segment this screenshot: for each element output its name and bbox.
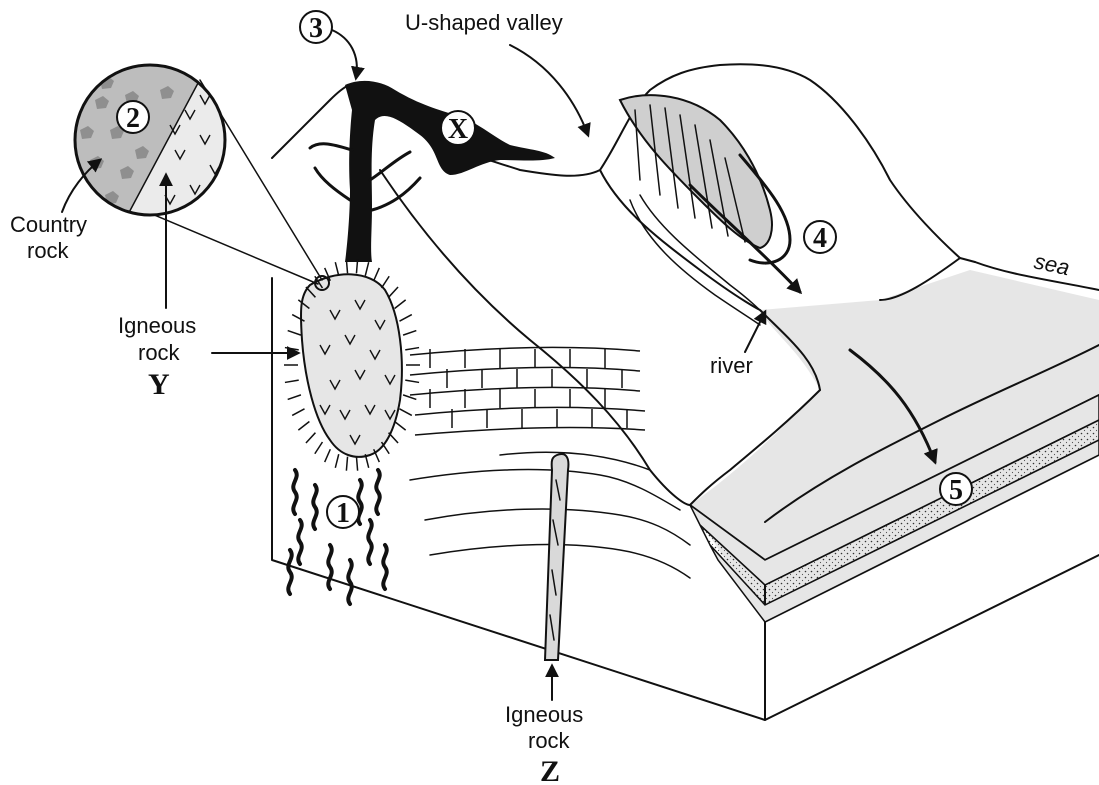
marker-4-text: 4 — [813, 223, 827, 254]
label-sea: sea — [1032, 248, 1072, 280]
label-igneous-z-line1: Igneous — [505, 702, 583, 727]
heat-flames — [288, 470, 386, 604]
label-river: river — [710, 353, 753, 378]
igneous-intrusion-x — [310, 81, 555, 262]
label-igneous-y-line1: Igneous — [118, 313, 196, 338]
label-igneous-z-line3: Z — [540, 755, 560, 785]
stratified-bricks — [410, 348, 645, 435]
marker-5-text: 5 — [949, 475, 963, 506]
marker-x-text: X — [448, 114, 468, 145]
marker-3-text: 3 — [309, 13, 323, 44]
label-country-rock-line1: Country — [10, 212, 87, 237]
marker-2: 2 — [117, 101, 149, 134]
magnifier-inset — [70, 60, 329, 290]
label-igneous-z-line2: rock — [528, 728, 571, 753]
marker-3: 3 — [300, 11, 357, 78]
marker-2-text: 2 — [126, 103, 140, 134]
marker-x: X — [441, 111, 475, 145]
glacier-cirque — [620, 95, 790, 263]
marker-4: 4 — [804, 221, 836, 254]
label-country-rock-line2: rock — [27, 238, 70, 263]
marker-1-text: 1 — [336, 498, 350, 529]
marker-5: 5 — [940, 473, 972, 506]
igneous-pluton-y — [284, 259, 420, 470]
label-igneous-y-line2: rock — [138, 340, 181, 365]
igneous-dyke-z — [545, 454, 568, 660]
label-u-shaped-valley: U-shaped valley — [405, 10, 563, 35]
label-igneous-y-line3: Y — [148, 368, 170, 401]
marker-1: 1 — [327, 496, 359, 529]
